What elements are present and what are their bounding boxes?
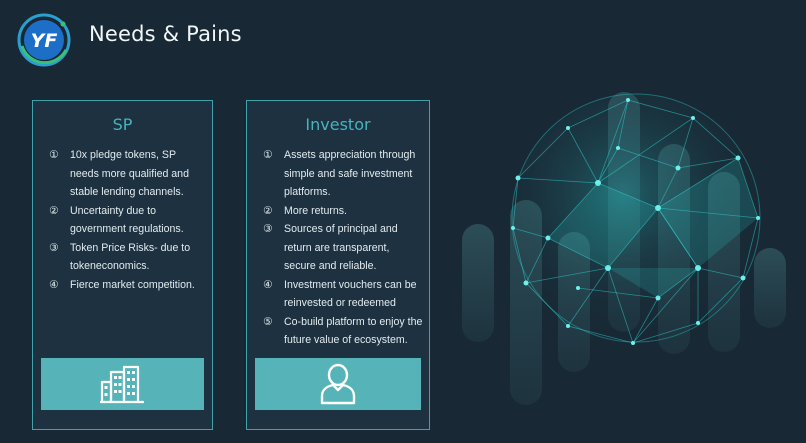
- list-number: ②: [263, 204, 273, 217]
- list-number: ①: [263, 149, 273, 161]
- list-number: ③: [49, 241, 59, 254]
- list-item: ③ Token Price Risks- due to tokeneconomic…: [49, 239, 206, 276]
- person-icon: [320, 363, 356, 405]
- sp-needs-list: ① 10x pledge tokens, SP needs more qualif…: [49, 146, 206, 294]
- list-text: More returns.: [284, 204, 347, 217]
- page-title: Needs & Pains: [89, 22, 242, 46]
- list-text: Uncertainty due to government regulation…: [70, 204, 184, 236]
- investor-needs-list: ① Assets appreciation through simple and …: [263, 146, 423, 350]
- list-text: 10x pledge tokens, SP needs more qualifi…: [70, 149, 189, 198]
- list-item: ② Uncertainty due to government regulatio…: [49, 202, 206, 239]
- investor-icon-panel: [255, 358, 421, 410]
- list-text: Investment vouchers can be reinvested or…: [284, 278, 417, 310]
- list-item: ① Assets appreciation through simple and …: [263, 146, 423, 202]
- list-text: Assets appreciation through simple and s…: [284, 149, 416, 198]
- list-text: Token Price Risks- due to tokeneconomics…: [70, 241, 191, 273]
- investor-card-title: Investor: [305, 115, 371, 134]
- list-number: ①: [49, 149, 59, 161]
- list-item: ① 10x pledge tokens, SP needs more qualif…: [49, 146, 206, 202]
- list-number: ⑤: [263, 315, 273, 328]
- list-number: ④: [49, 278, 59, 291]
- list-number: ④: [263, 278, 273, 291]
- investor-card: Investor ① Assets appreciation through si…: [246, 100, 430, 430]
- list-item: ② More returns.: [263, 202, 423, 221]
- list-text: Co-build platform to enjoy the future va…: [284, 315, 423, 347]
- list-item: ④ Investment vouchers can be reinvested o…: [263, 276, 423, 313]
- logo-icon: YF: [17, 13, 71, 67]
- list-number: ②: [49, 204, 59, 217]
- network-globe-illustration: [462, 92, 786, 405]
- sp-card: SP ① 10x pledge tokens, SP needs more qua…: [32, 100, 213, 430]
- logo-text: YF: [31, 30, 58, 52]
- list-text: Sources of principal and return are tran…: [284, 223, 398, 272]
- header: YF Needs & Pains: [0, 0, 806, 74]
- sp-card-title: SP: [112, 115, 133, 134]
- list-text: Fierce market competition.: [70, 278, 195, 291]
- building-icon: [99, 365, 144, 404]
- list-number: ③: [263, 223, 273, 235]
- sp-icon-panel: [41, 358, 204, 410]
- list-item: ③ Sources of principal and return are tra…: [263, 220, 423, 276]
- list-item: ⑤ Co-build platform to enjoy the future v…: [263, 313, 423, 350]
- list-item: ④ Fierce market competition.: [49, 276, 206, 295]
